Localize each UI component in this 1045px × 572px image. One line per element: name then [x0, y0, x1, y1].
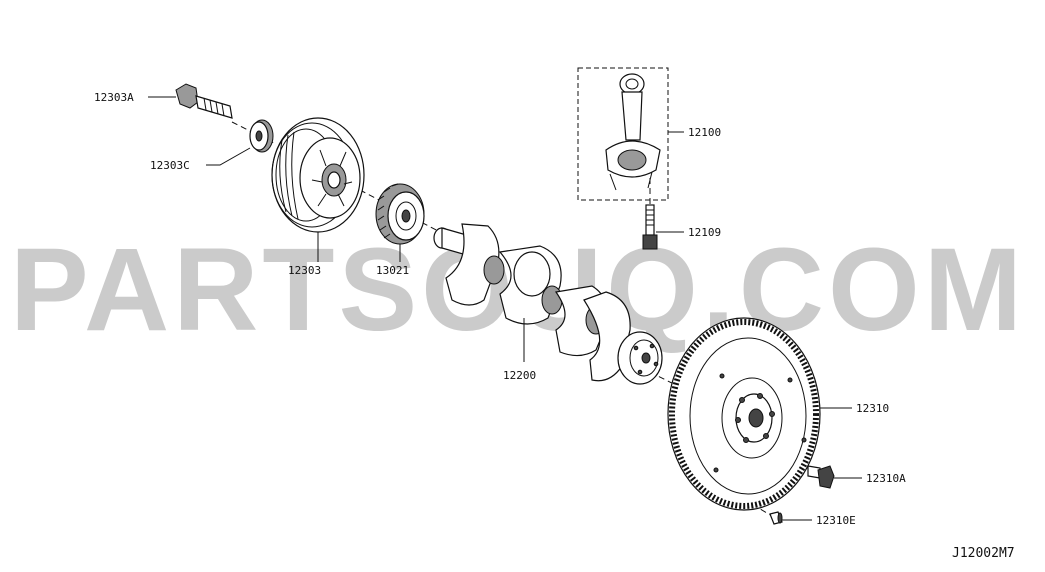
label-12303: 12303	[288, 264, 321, 277]
label-12303C: 12303C	[150, 159, 190, 172]
label-12109: 12109	[688, 226, 721, 239]
label-13021: 13021	[376, 264, 409, 277]
label-12100: 12100	[688, 126, 721, 139]
label-12303A: 12303A	[94, 91, 134, 104]
rod-bolt-part	[642, 204, 658, 250]
label-12310E: 12310E	[816, 514, 856, 527]
timing-sprocket-part	[375, 183, 425, 245]
label-12310A: 12310A	[866, 472, 906, 485]
label-12310: 12310	[856, 402, 889, 415]
flywheel-bolt-part	[807, 465, 835, 489]
crank-pulley-part	[271, 117, 365, 233]
dowel-pin-part	[769, 511, 783, 525]
diagram-code: J12002M7	[952, 546, 1015, 561]
connecting-rod-group-box	[577, 67, 669, 201]
flywheel-part	[667, 317, 821, 511]
crankshaft-part	[433, 223, 663, 385]
washer-part	[249, 119, 274, 153]
connecting-rod-part	[605, 73, 661, 191]
label-12200: 12200	[503, 369, 536, 382]
pulley-bolt-part	[175, 83, 233, 119]
leader-12303C	[206, 147, 251, 166]
